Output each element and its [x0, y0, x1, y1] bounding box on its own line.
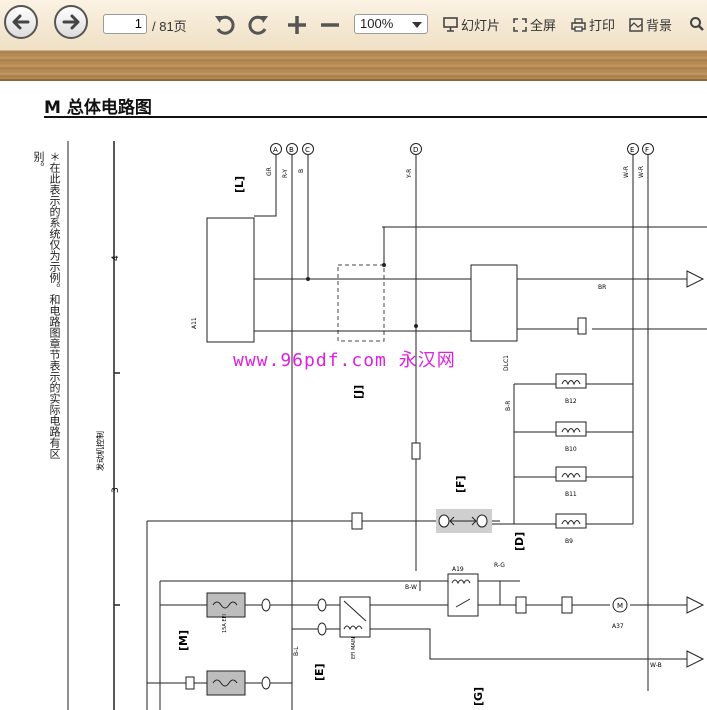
back-button[interactable] — [4, 5, 38, 39]
title-divider — [44, 116, 707, 118]
background-icon — [629, 17, 643, 32]
callout-g: [G] — [472, 687, 485, 706]
row-marker-3: 3 — [111, 487, 121, 493]
connector-d: D — [410, 143, 422, 155]
chevron-down-icon — [412, 22, 422, 28]
injector-b9: B9 — [490, 513, 633, 545]
engine-control-label: 发动机控制 — [95, 431, 105, 471]
dlc-box — [470, 264, 518, 342]
a19-relay — [447, 573, 479, 617]
zoom-out-icon[interactable] — [318, 13, 342, 37]
note-text: ＊在此表示的系统仅为示例。和电路图章节表示的实际电路有区别。 — [32, 151, 61, 459]
connector-c: C — [302, 143, 314, 155]
arrow-connector-2 — [686, 596, 705, 614]
zoom-in-icon[interactable] — [285, 13, 309, 37]
rotate-right-icon[interactable] — [245, 13, 271, 37]
svg-text:M: M — [617, 602, 623, 610]
page-title: M 总体电路图 — [44, 98, 152, 118]
efi-main-label: EFI MAIN — [351, 637, 357, 659]
callout-e: [E] — [313, 663, 326, 681]
svg-text:E: E — [630, 146, 634, 154]
svg-text:F: F — [645, 146, 649, 154]
injector-b12: B12 — [514, 373, 633, 405]
svg-text:D: D — [413, 146, 418, 154]
callout-m: [M] — [177, 630, 190, 651]
arrow-connector-3 — [686, 650, 705, 668]
fullscreen-label: 全屏 — [530, 19, 557, 34]
callout-d: [D] — [513, 532, 526, 551]
connector-e: E — [627, 143, 639, 155]
slideshow-icon — [443, 17, 458, 32]
slideshow-button[interactable]: 幻灯片 — [443, 15, 500, 34]
print-button[interactable]: 打印 — [571, 15, 615, 34]
wire-color-bw: B-W — [405, 584, 417, 591]
fullscreen-button[interactable]: 全屏 — [513, 15, 556, 34]
fullscreen-icon — [513, 17, 527, 32]
injector-b10: B10 — [514, 421, 633, 453]
a11-box — [206, 217, 255, 343]
print-label: 打印 — [589, 19, 616, 34]
connector-f: F — [642, 143, 654, 155]
wood-divider — [0, 51, 707, 81]
background-button[interactable]: 背景 — [629, 15, 672, 34]
wiring-diagram: 4 3 发动机控制 A B C D E F GR R-Y B Y-R W-R W… — [67, 141, 707, 710]
wire-color-rg: R-G — [494, 562, 505, 569]
svg-text:A: A — [273, 146, 278, 154]
wire-color-br-2: B-R — [505, 401, 512, 411]
wire-color-wb: W-B — [650, 662, 662, 669]
zoom-value: 100% — [360, 16, 394, 31]
svg-text:B11: B11 — [565, 491, 577, 498]
wire-color-yr: Y-R — [406, 169, 413, 179]
forward-button[interactable] — [54, 5, 88, 39]
svg-text:B10: B10 — [565, 446, 577, 453]
svg-text:B12: B12 — [565, 398, 577, 405]
a37-motor — [612, 597, 628, 613]
wire-color-ry: R-Y — [282, 169, 289, 178]
connector-a: A — [270, 143, 282, 155]
svg-text:B9: B9 — [565, 538, 573, 545]
row-marker-4: 4 — [111, 255, 121, 261]
watermark-text: www.96pdf.com 永汉网 — [233, 350, 456, 371]
a19-label: A19 — [452, 566, 464, 573]
wire-color-bl: B-L — [293, 646, 300, 656]
zoom-select[interactable]: 100% — [354, 14, 428, 34]
wire-color-gr: GR — [266, 167, 273, 176]
pin-12 — [351, 512, 363, 530]
fuse-efi-label: 15A EFI — [222, 614, 228, 633]
wire-color-b: B — [298, 169, 305, 173]
rotate-left-icon[interactable] — [212, 13, 238, 37]
connector-b: B — [286, 143, 298, 155]
arrow-right-icon — [62, 14, 80, 30]
printer-icon — [571, 17, 586, 32]
pin-27 — [411, 442, 421, 460]
reader-toolbar: 1 / 81页 100% 幻灯片 全屏 打印 — [0, 0, 707, 51]
page-number-input[interactable]: 1 — [103, 14, 147, 34]
slideshow-label: 幻灯片 — [461, 19, 501, 34]
background-label: 背景 — [646, 19, 673, 34]
wire-color-wr-1: W-R — [623, 166, 630, 178]
document-page: M 总体电路图 ＊在此表示的系统仅为示例。和电路图章节表示的实际电路有区别。 4… — [0, 81, 707, 710]
injector-b11: B11 — [514, 466, 633, 498]
callout-l: [L] — [233, 176, 246, 193]
efi-main-relay — [339, 596, 371, 638]
page-total-label: / 81页 — [152, 19, 187, 34]
search-icon[interactable] — [689, 16, 705, 32]
fuse-efi — [206, 592, 246, 618]
pin-17 — [577, 317, 587, 335]
wire-color-wr-2: W-R — [638, 166, 645, 178]
a11-label: A11 — [191, 317, 198, 329]
dlc-label: DLC1 — [503, 355, 510, 371]
callout-j: [J] — [352, 385, 365, 399]
junction-box-j — [337, 264, 385, 342]
wire-color-br: BR — [598, 284, 606, 291]
a37-label: A37 — [612, 623, 624, 630]
callout-f: [F] — [454, 475, 467, 493]
arrow-left-icon — [12, 14, 30, 30]
svg-text:C: C — [305, 146, 310, 154]
arrow-connector-1 — [686, 270, 705, 288]
svg-text:B: B — [289, 146, 294, 154]
fuse-lower — [206, 670, 246, 696]
